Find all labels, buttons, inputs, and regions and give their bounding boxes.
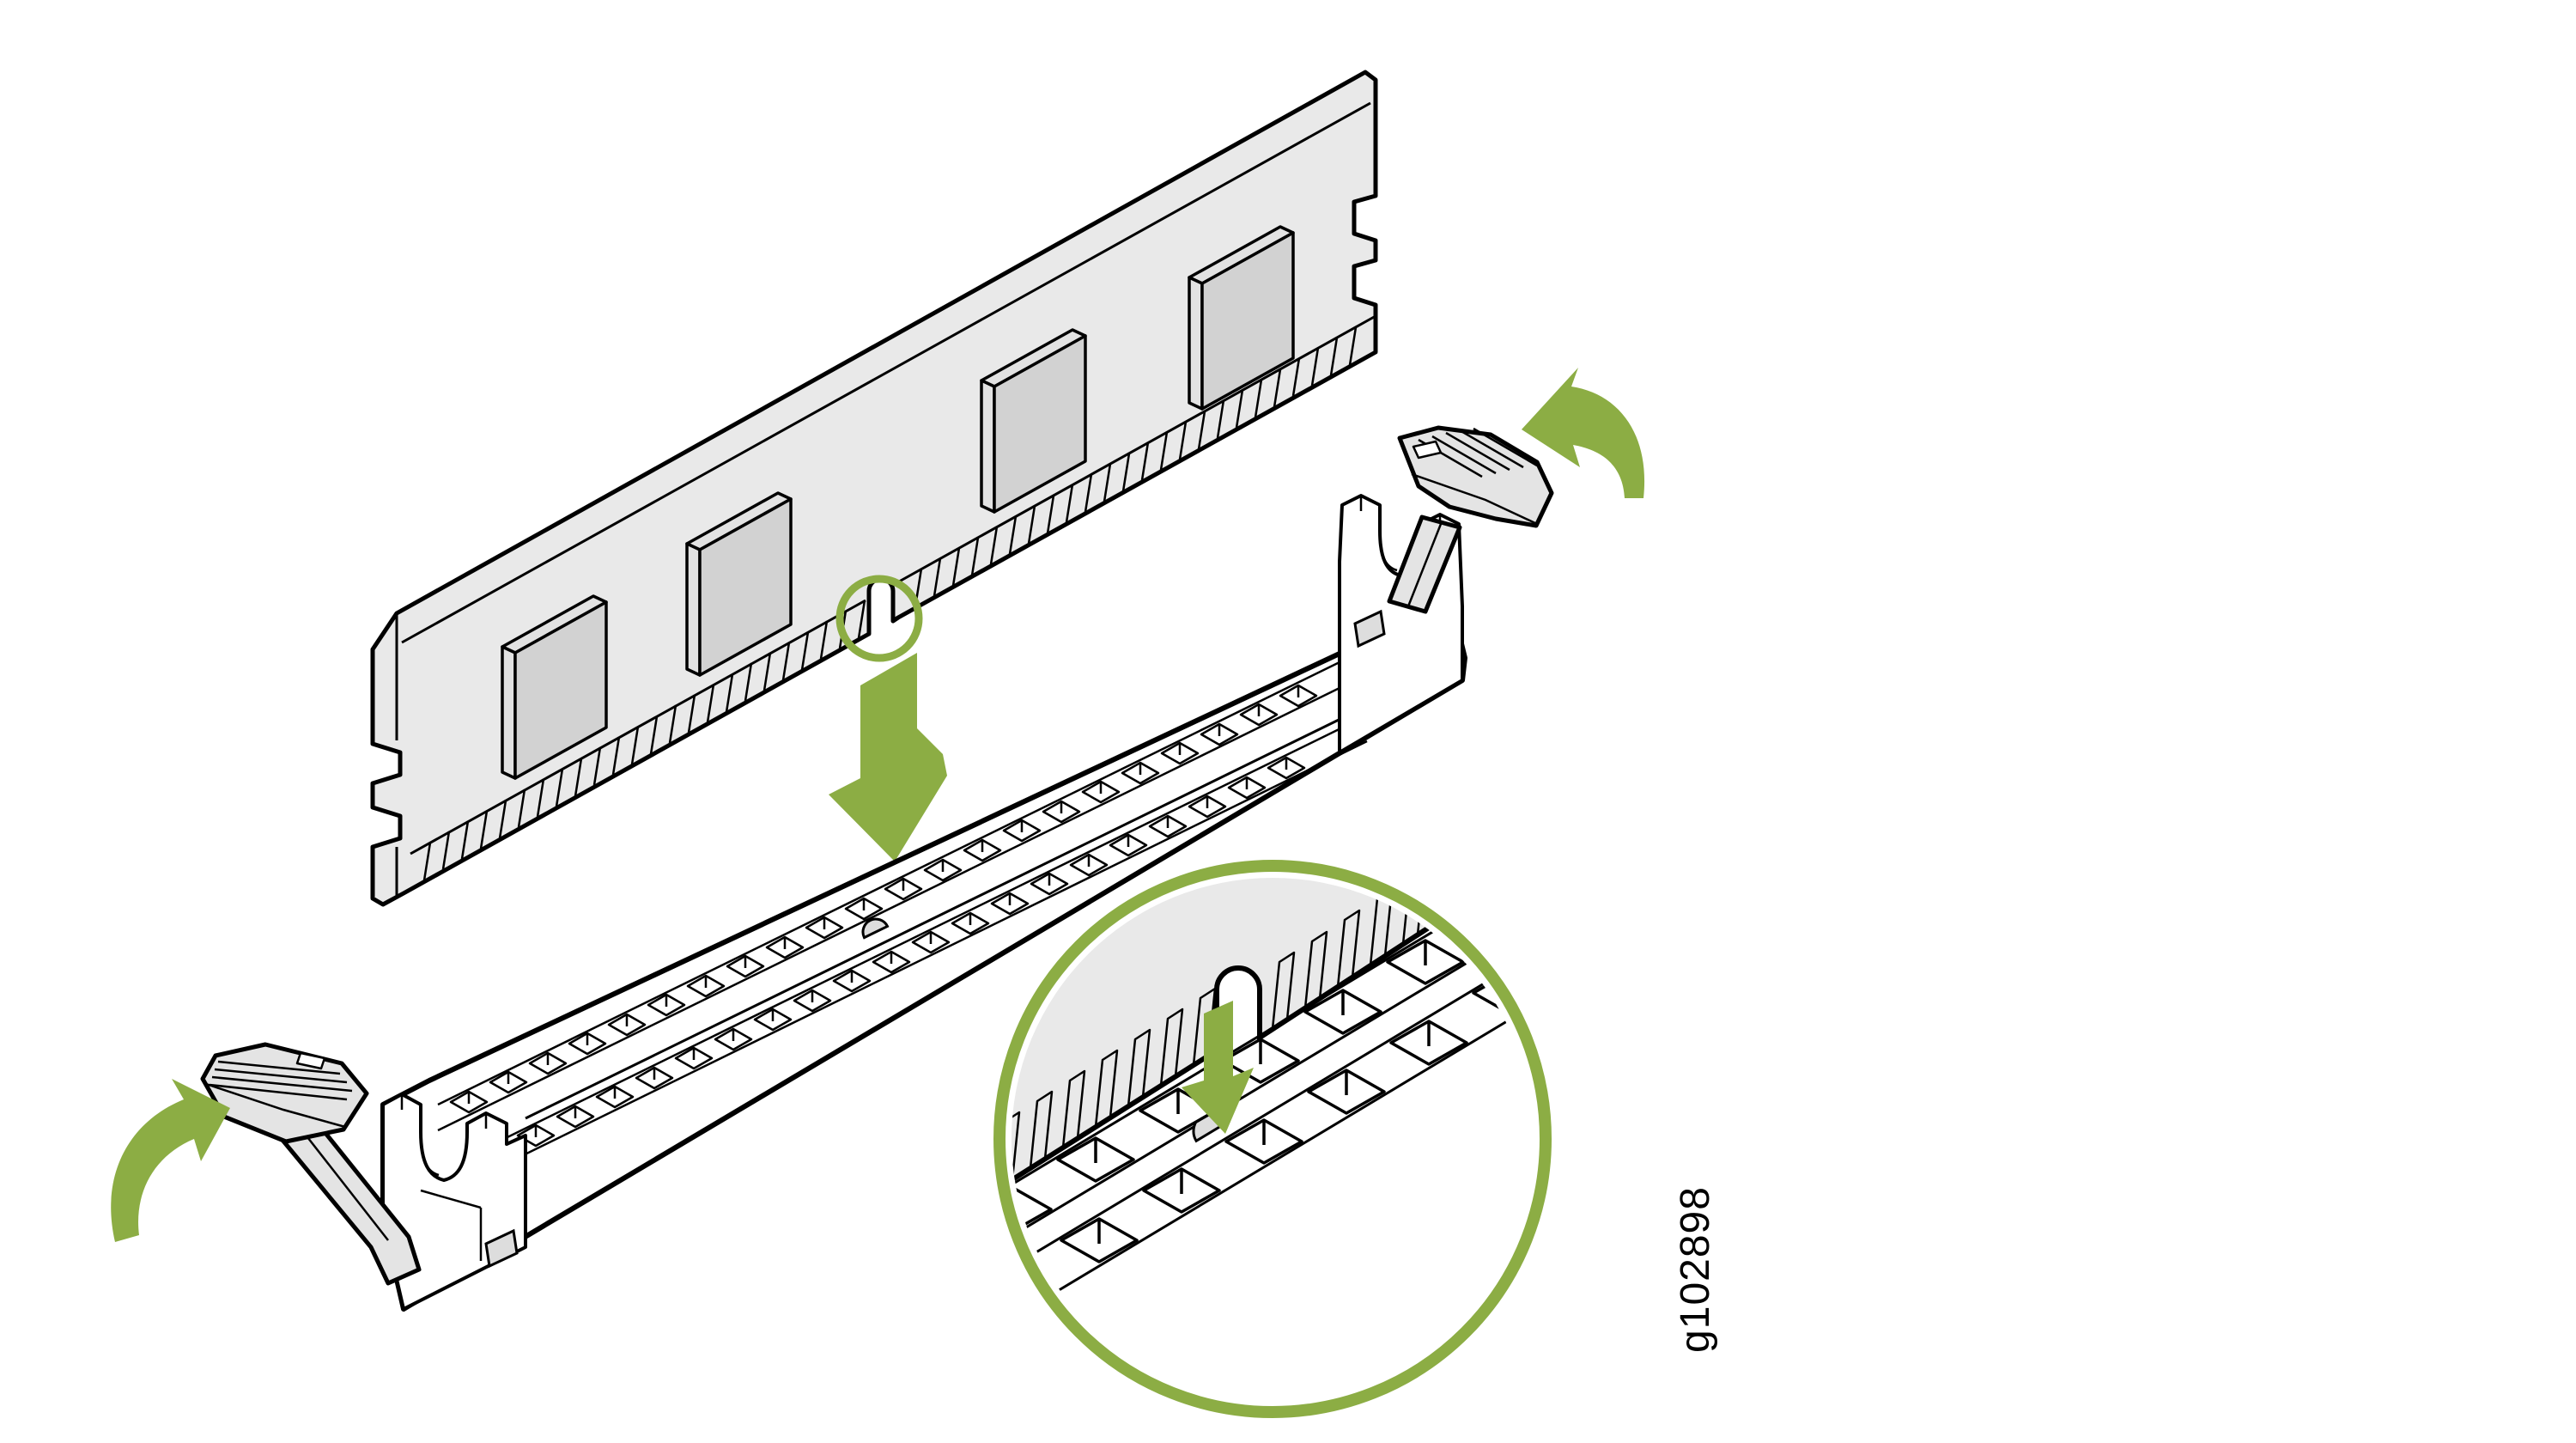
memory-chip [980,328,1087,514]
edge-connector-pins [422,326,1358,881]
latch-hole [295,1051,326,1070]
latch-slot-tip [484,1228,519,1269]
dimm-slot [380,494,1467,1312]
curved-arrow-icon [111,1079,230,1242]
dimm-module [370,70,1378,907]
detail-inset [979,845,1566,1433]
inset-slot-band-lines [1012,878,1521,1335]
memory-chips [501,225,1295,780]
latch-slot-tip [1353,609,1386,648]
slot-pin-band-lines [437,661,1368,1185]
slot-front-top-edge [525,656,1466,1120]
latch-rotation-arrow-left [111,1079,230,1242]
ejector-latch-left [200,1042,519,1286]
memory-chip [1188,225,1295,411]
dimm-top-chamfer-line [401,101,1371,644]
inset-down-arrow-icon [1182,1001,1254,1134]
latch-grip-ridges [209,1060,353,1101]
curved-arrow-icon [1522,368,1645,498]
insertion-arrow [829,653,947,862]
slot-key-bump [861,917,890,940]
memory-chip [685,491,793,677]
down-arrow-icon [829,653,947,862]
latch-hole [1412,440,1443,460]
circle-highlight-icon [835,575,923,662]
inset-board-edge [1012,878,1522,1203]
latch-rotation-arrow-right [1522,368,1645,498]
inset-ring [993,860,1552,1418]
ejector-latch-right [1353,425,1554,648]
alignment-notch-highlight [835,575,923,662]
figure-id-label: g102898 [1673,1186,1718,1353]
memory-chip [501,594,608,780]
